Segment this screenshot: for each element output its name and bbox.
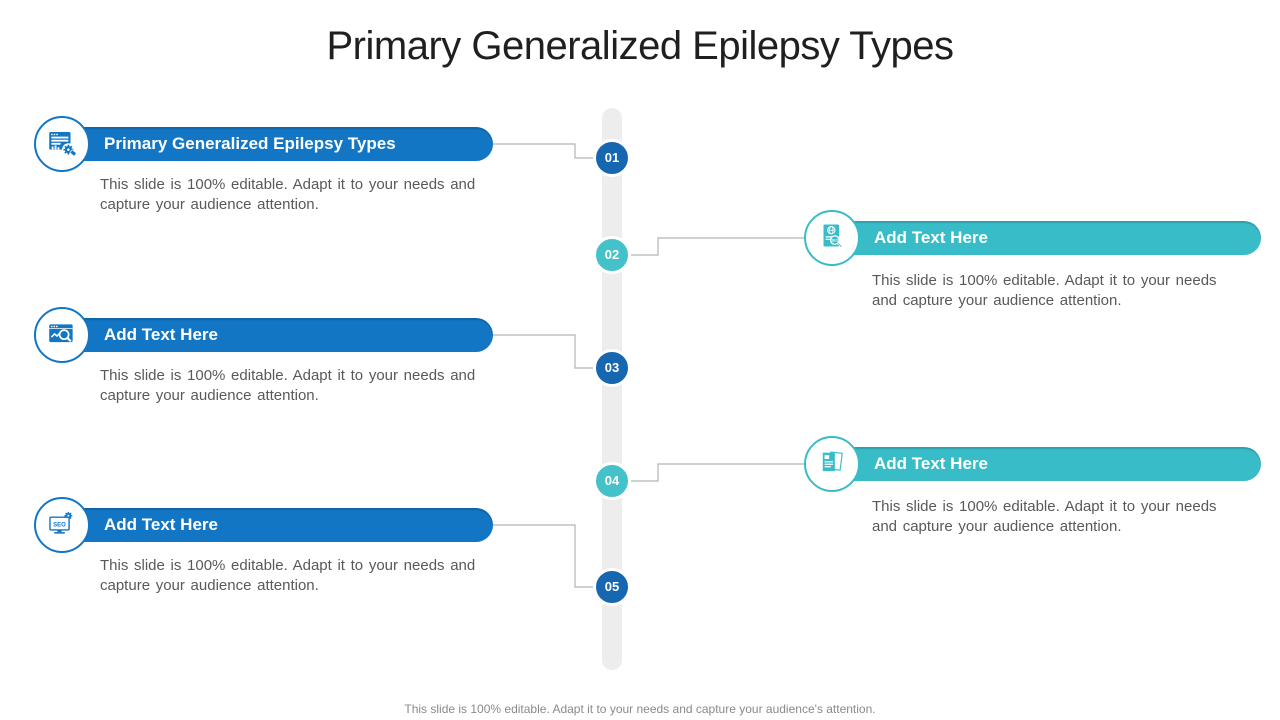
milestone-04: 04 [593, 462, 631, 500]
item-01-body[interactable]: This slide is 100% editable. Adapt it to… [100, 176, 476, 213]
item-02-title-pill[interactable]: Add Text Here [830, 221, 1261, 255]
document-web-search-icon: SEO [804, 210, 860, 266]
item-02-body[interactable]: This slide is 100% editable. Adapt it to… [872, 272, 1217, 309]
svg-text:SEO: SEO [53, 522, 66, 528]
slide-title[interactable]: Primary Generalized Epilepsy Types [326, 24, 954, 68]
item-03-body[interactable]: This slide is 100% editable. Adapt it to… [100, 367, 476, 404]
item-01-title-pill[interactable]: Primary Generalized Epilepsy Types [58, 127, 493, 161]
stacked-documents-icon [804, 436, 860, 492]
milestone-01: 01 [593, 139, 631, 177]
browser-analytics-search-icon [34, 307, 90, 363]
milestone-02: 02 [593, 236, 631, 274]
milestone-05: 05 [593, 568, 631, 606]
item-04-body[interactable]: This slide is 100% editable. Adapt it to… [872, 498, 1217, 535]
item-04-title-pill[interactable]: Add Text Here [830, 447, 1261, 481]
seo-monitor-gear-icon: SEO [34, 497, 90, 553]
item-03-title-pill[interactable]: Add Text Here [58, 318, 493, 352]
milestone-03: 03 [593, 349, 631, 387]
slide-footer-note: This slide is 100% editable. Adapt it to… [404, 702, 876, 716]
item-05-body[interactable]: This slide is 100% editable. Adapt it to… [100, 557, 476, 594]
svg-text:SEO: SEO [831, 239, 838, 243]
report-gear-icon [34, 116, 90, 172]
item-05-title-pill[interactable]: Add Text Here [58, 508, 493, 542]
